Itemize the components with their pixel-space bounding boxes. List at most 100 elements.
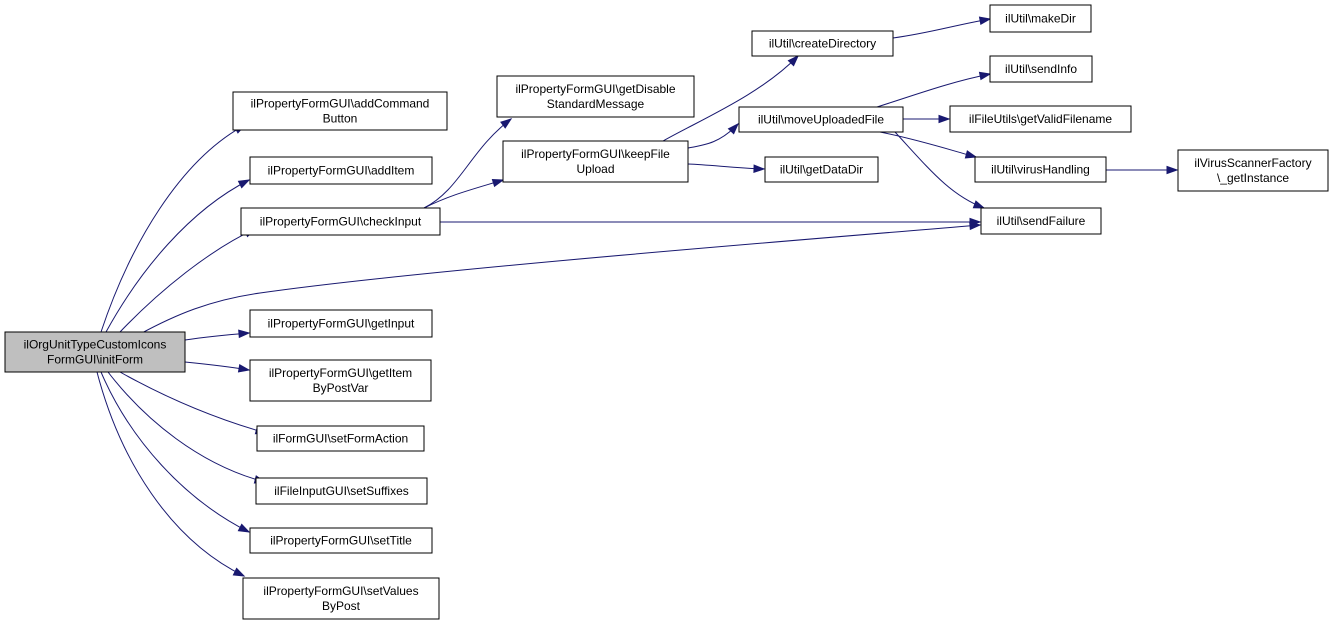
edge-root-to-setTitle <box>100 371 251 533</box>
node-box <box>255 477 428 505</box>
arrow-head <box>237 179 251 189</box>
edge-createDirectory-to-makeDir <box>892 16 992 39</box>
edge-keepFileUpload-to-moveUploadedFile <box>687 122 740 149</box>
node-virusHandling[interactable]: ilUtil\virusHandling <box>974 156 1107 183</box>
node-sendFailure[interactable]: ilUtil\sendFailure <box>980 207 1102 235</box>
edge-line <box>96 371 245 577</box>
edge-keepFileUpload-to-createDirectory <box>662 54 800 142</box>
edge-moveUploadedFile-to-sendInfo <box>876 71 992 108</box>
node-getDisableStandardMessage[interactable]: ilPropertyFormGUI\getDisableStandardMess… <box>496 75 695 118</box>
node-box <box>764 156 879 183</box>
node-label: ilFormGUI\setFormAction <box>273 432 408 446</box>
edge-checkInput-to-keepFileUpload <box>423 178 505 209</box>
node-box <box>502 140 689 183</box>
node-label: Button <box>323 112 358 126</box>
node-box <box>949 105 1132 133</box>
arrow-head <box>978 71 992 81</box>
arrow-head <box>964 150 978 159</box>
edge-line <box>423 118 512 209</box>
node-box <box>256 425 425 452</box>
node-label: ilFileInputGUI\setSuffixes <box>274 484 409 498</box>
node-box <box>4 331 186 373</box>
node-label: ilPropertyFormGUI\getItem <box>269 366 412 380</box>
arrow-head <box>978 16 992 25</box>
node-box <box>1177 149 1329 192</box>
edge-line <box>107 371 266 483</box>
edge-line <box>119 371 267 434</box>
node-virusScannerGetInstance[interactable]: ilVirusScannerFactory\_getInstance <box>1177 149 1329 192</box>
arrow-head <box>787 54 800 67</box>
edge-line <box>879 131 977 158</box>
edge-line <box>100 371 250 533</box>
edge-moveUploadedFile-to-virusHandling <box>879 131 978 159</box>
node-label: FormGUI\initForm <box>47 353 143 367</box>
edge-root-to-addCommandButton <box>100 124 247 333</box>
arrow-head <box>938 114 951 124</box>
node-getDataDir[interactable]: ilUtil\getDataDir <box>764 156 879 183</box>
edge-root-to-addItem <box>105 179 251 333</box>
node-getValidFilename[interactable]: ilFileUtils\getValidFilename <box>949 105 1132 133</box>
node-box <box>232 91 448 131</box>
node-sendInfo[interactable]: ilUtil\sendInfo <box>989 55 1093 83</box>
node-box <box>242 577 440 620</box>
node-setTitle[interactable]: ilPropertyFormGUI\setTitle <box>249 527 433 554</box>
edge-virusHandling-to-virusScannerGetInstance <box>1106 165 1179 175</box>
node-label: ilUtil\sendFailure <box>997 214 1086 228</box>
node-label: ilPropertyFormGUI\checkInput <box>260 215 422 229</box>
node-label: ilFileUtils\getValidFilename <box>969 112 1112 126</box>
node-label: ilPropertyFormGUI\setTitle <box>270 534 412 548</box>
node-box <box>989 4 1092 33</box>
edge-root-to-getItemByPostVar <box>184 361 251 373</box>
node-box <box>738 106 904 133</box>
edge-line <box>139 224 981 335</box>
node-setFormAction[interactable]: ilFormGUI\setFormAction <box>256 425 425 452</box>
arrow-head <box>753 164 766 173</box>
arrow-head <box>237 364 251 373</box>
node-box <box>249 527 433 554</box>
node-box <box>974 156 1107 183</box>
edge-line <box>876 73 991 108</box>
edge-line <box>423 179 504 209</box>
arrow-head <box>237 523 251 533</box>
node-box <box>240 207 441 236</box>
node-addItem[interactable]: ilPropertyFormGUI\addItem <box>249 156 433 185</box>
edge-root-to-getInput <box>184 329 251 341</box>
node-label: ilUtil\virusHandling <box>991 163 1090 177</box>
node-moveUploadedFile[interactable]: ilUtil\moveUploadedFile <box>738 106 904 133</box>
node-createDirectory[interactable]: ilUtil\createDirectory <box>751 30 894 57</box>
edge-checkInput-to-getDisableStandardMessage <box>423 118 513 209</box>
edges-layer <box>96 16 1179 577</box>
node-label: ilPropertyFormGUI\getDisable <box>515 82 675 96</box>
node-label: StandardMessage <box>547 97 645 111</box>
node-makeDir[interactable]: ilUtil\makeDir <box>989 4 1092 33</box>
node-label: ilPropertyFormGUI\setValues <box>263 584 418 598</box>
node-checkInput[interactable]: ilPropertyFormGUI\checkInput <box>240 207 441 236</box>
node-label: ilOrgUnitTypeCustomIcons <box>24 338 167 352</box>
node-label: ilUtil\makeDir <box>1005 12 1076 26</box>
node-label: ilPropertyFormGUI\addItem <box>268 164 415 178</box>
arrow-head <box>500 118 513 129</box>
node-label: Upload <box>576 162 614 176</box>
node-label: ilUtil\createDirectory <box>769 37 876 51</box>
node-label: ilVirusScannerFactory <box>1194 156 1311 170</box>
arrow-head <box>238 329 251 339</box>
node-label: ilPropertyFormGUI\addCommand <box>251 97 430 111</box>
node-box <box>989 55 1093 83</box>
node-label: ByPostVar <box>313 381 369 395</box>
node-box <box>249 359 432 402</box>
node-box <box>249 309 433 338</box>
edge-line <box>662 55 799 142</box>
node-label: ilPropertyFormGUI\keepFile <box>521 147 670 161</box>
edge-line <box>892 18 991 39</box>
edge-line <box>100 124 246 333</box>
edge-line <box>119 228 256 333</box>
node-setSuffixes[interactable]: ilFileInputGUI\setSuffixes <box>255 477 428 505</box>
node-getInput[interactable]: ilPropertyFormGUI\getInput <box>249 309 433 338</box>
edge-root-to-checkInput <box>119 228 257 333</box>
